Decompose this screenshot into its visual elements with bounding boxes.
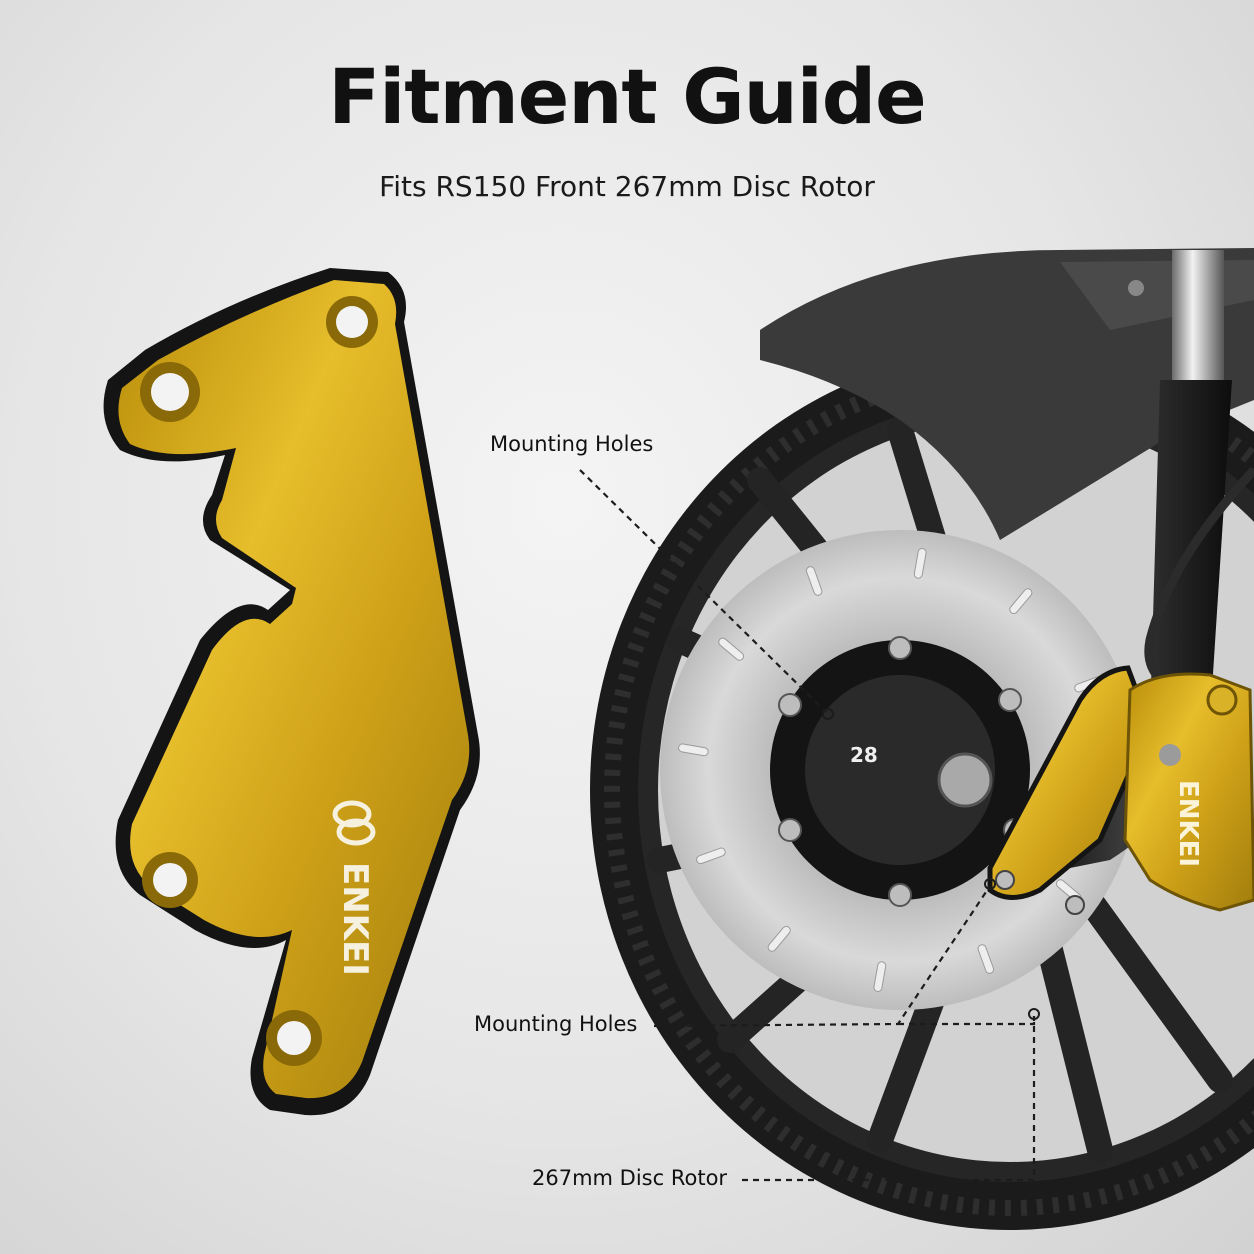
page-title: Fitment Guide bbox=[328, 52, 926, 141]
callout-mounting-holes-bottom: Mounting Holes bbox=[474, 1012, 638, 1036]
fork-chrome-tube bbox=[1172, 250, 1224, 400]
rotor-mark-text: 28 bbox=[850, 743, 878, 767]
leader-mounting-holes-top bbox=[579, 469, 827, 713]
callout-mounting-holes-top: Mounting Holes bbox=[490, 432, 654, 456]
bracket-mounting-hole bbox=[266, 1010, 322, 1066]
bracket-gold-face bbox=[118, 280, 470, 1099]
bracket-mounting-hole bbox=[326, 296, 378, 348]
enkei-logo-icon bbox=[332, 800, 376, 846]
motorcycle-front-wheel: 28 ENKEI bbox=[590, 248, 1254, 1230]
bracket-brand-text: ENKEI bbox=[335, 862, 375, 976]
bracket-mounting-hole bbox=[140, 362, 200, 422]
callout-disc-rotor: 267mm Disc Rotor bbox=[532, 1166, 728, 1190]
leader-disc-rotor bbox=[898, 1016, 1036, 1026]
callout-leaders bbox=[579, 469, 1036, 1182]
caliper-bracket: ENKEI bbox=[103, 268, 480, 1116]
axle-nut bbox=[937, 752, 993, 808]
bracket-mounting-hole bbox=[142, 852, 198, 908]
leader-disc-rotor-vertical bbox=[742, 1016, 1036, 1182]
page-subtitle: Fits RS150 Front 267mm Disc Rotor bbox=[379, 170, 875, 203]
caliper-brand-text: ENKEI bbox=[1173, 780, 1203, 867]
brake-caliper bbox=[1123, 672, 1254, 912]
